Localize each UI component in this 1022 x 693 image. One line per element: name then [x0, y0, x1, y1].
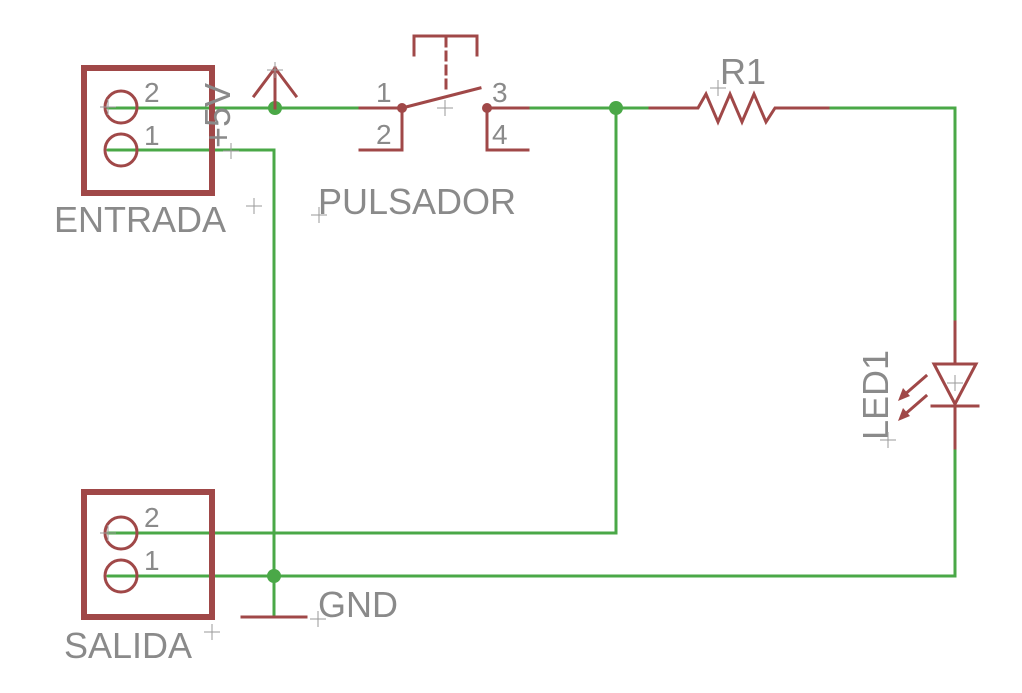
- wires: [106, 101, 957, 618]
- connector-entrada: 2 1 ENTRADA: [54, 65, 226, 240]
- connector-entrada-pin1-pad: [103, 132, 139, 168]
- crosshair-supply-label: [223, 143, 239, 159]
- wire-node-to-salida-pin2: [106, 106, 618, 535]
- wire-resistor-to-led: [826, 106, 957, 324]
- connector-salida-pin1-number: 1: [144, 545, 160, 576]
- led-triangle-icon: [931, 362, 979, 408]
- crosshair-salida-pin2: [100, 525, 116, 541]
- switch-label: PULSADOR: [318, 181, 516, 222]
- crosshair-entrada-label: [246, 198, 262, 214]
- connector-entrada-body: [81, 65, 215, 196]
- connector-entrada-label: ENTRADA: [54, 199, 226, 240]
- connector-entrada-pin1-number: 1: [144, 120, 160, 151]
- switch-actuator-bracket: [412, 34, 479, 57]
- led-label: LED1: [855, 350, 896, 440]
- crosshair-led: [947, 375, 963, 391]
- connector-salida: 2 1 SALIDA: [64, 489, 215, 666]
- connector-entrada-pin2-number: 2: [144, 77, 160, 108]
- resistor-r1: R1: [648, 51, 830, 126]
- ground-label: GND: [318, 584, 398, 625]
- origin-crosshairs: [100, 62, 963, 640]
- switch-pin4-lead: [485, 106, 530, 152]
- crosshair-switch: [437, 100, 453, 116]
- switch-contact-right: [482, 103, 492, 113]
- switch-lever: [400, 86, 482, 110]
- crosshair-entrada-pin2: [100, 99, 116, 115]
- ground: GND: [240, 584, 398, 625]
- connector-salida-pin1-pad: [103, 558, 139, 594]
- crosshair-led-label: [880, 432, 896, 448]
- switch-pin1-number: 1: [376, 77, 392, 108]
- resistor-label: R1: [720, 51, 766, 92]
- connector-salida-body: [81, 489, 215, 620]
- crosshair-switch-label: [311, 207, 327, 223]
- resistor-zigzag-icon: [648, 90, 830, 126]
- supply-label: +5V: [197, 83, 238, 148]
- junction-dot-node: [609, 101, 623, 115]
- wire-entrada-pin1-to-gnd: [106, 148, 276, 578]
- crosshair-salida-label: [204, 624, 220, 640]
- switch-pin4-number: 4: [492, 119, 508, 150]
- switch-contact-left: [397, 103, 407, 113]
- crosshair-gnd-label: [310, 611, 326, 627]
- crosshair-resistor: [710, 80, 726, 96]
- switch-pin2-lead: [358, 106, 404, 152]
- connector-salida-label: SALIDA: [64, 625, 192, 666]
- led-arrowhead-1: [898, 388, 910, 401]
- switch-pulsador: 1 2 3 4 PULSADOR: [318, 34, 530, 222]
- junction-dot-gnd: [267, 569, 281, 583]
- connector-salida-pin2-number: 2: [144, 502, 160, 533]
- crosshair-supply: [267, 62, 283, 78]
- switch-pin2-number: 2: [376, 119, 392, 150]
- led-1: LED1: [855, 320, 980, 450]
- wire-led-to-salida-pin1: [106, 446, 957, 578]
- switch-pin3-number: 3: [492, 77, 508, 108]
- led-arrowhead-2: [898, 408, 910, 421]
